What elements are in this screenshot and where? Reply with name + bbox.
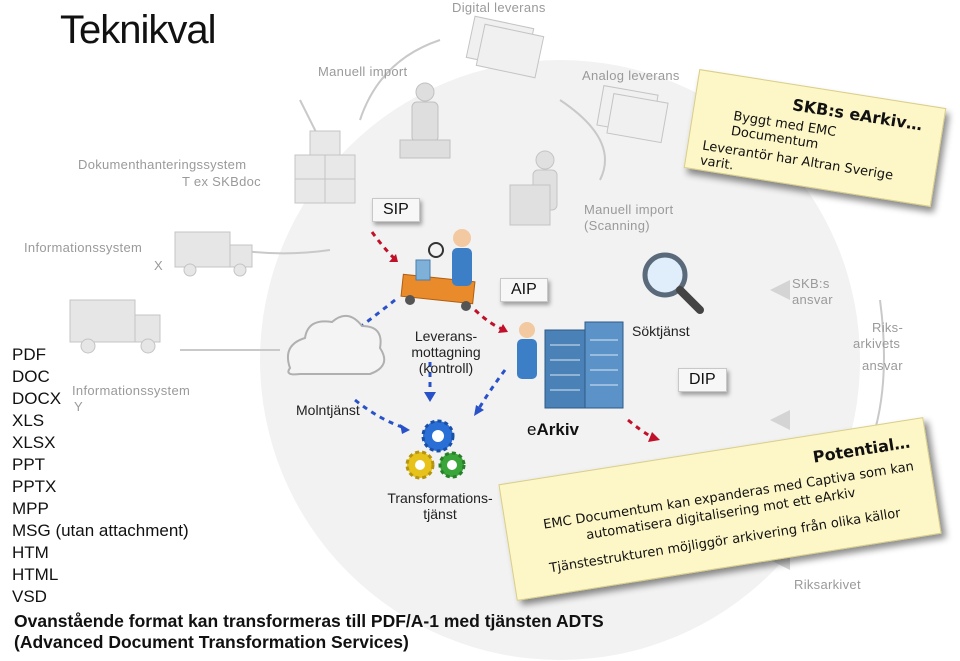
skbs-ansvar-sub-label: ansvar xyxy=(792,292,833,307)
format-item: DOCX xyxy=(12,389,62,408)
format-item: HTM xyxy=(12,543,49,562)
person-scanning-icon xyxy=(509,150,558,226)
earkiv-label: eArkiv xyxy=(527,420,579,440)
transformation-line: tjänst xyxy=(423,506,457,522)
dokumenthantering-label: Dokumenthanteringssystem xyxy=(78,157,247,172)
transformation-label: Transformations- tjänst xyxy=(378,490,502,522)
informationssystem-y-letter: Y xyxy=(74,399,83,414)
format-item: PPTX xyxy=(12,477,57,496)
format-list: PDF DOC DOCX XLS XLSX PPT PPTX MPP MSG (… xyxy=(12,344,189,608)
format-item: XLS xyxy=(12,411,45,430)
leverans-line: (kontroll) xyxy=(418,360,474,376)
footer-line: Ovanstående format kan transformeras til… xyxy=(14,611,604,631)
soktjanst-label: Söktjänst xyxy=(632,323,690,339)
riksarkivets-label-1: Riks- xyxy=(872,320,904,335)
transformation-line: Transformations- xyxy=(387,490,493,506)
riksarkivets-label-2: arkivets xyxy=(853,336,901,351)
format-item: XLSX xyxy=(12,433,56,452)
sip-tag: SIP xyxy=(372,198,420,222)
informationssystem-y-label: Informationssystem xyxy=(72,383,191,398)
format-item: MPP xyxy=(12,499,49,518)
molntjanst-label: Molntjänst xyxy=(296,402,360,418)
leverans-line: Leverans- xyxy=(414,328,478,344)
informationssystem-x-label: Informationssystem xyxy=(24,240,143,255)
format-item: MSG (utan attachment) xyxy=(12,521,189,540)
leverans-line: mottagning xyxy=(411,344,481,360)
gears-icon xyxy=(405,419,466,480)
truck-icon xyxy=(174,231,253,277)
format-item: VSD xyxy=(12,587,47,606)
dokumenthantering-sub-label: T ex SKBdoc xyxy=(182,174,261,189)
manuell-import-scanning-sub-label: (Scanning) xyxy=(584,218,650,233)
red-arrow-heads xyxy=(389,254,660,442)
informationssystem-x-letter: X xyxy=(154,258,163,273)
magnifier-icon xyxy=(642,252,704,314)
person-import-icon xyxy=(399,82,451,159)
riksarkivet-label: Riksarkivet xyxy=(794,577,861,592)
format-item: HTML xyxy=(12,565,59,584)
footer-text: Ovanstående format kan transformeras til… xyxy=(14,611,604,653)
skbs-ansvar-label: SKB:s xyxy=(792,276,830,291)
earkiv-prefix: e xyxy=(527,420,537,439)
dip-tag: DIP xyxy=(678,368,727,392)
boxes-icon xyxy=(294,130,356,204)
riksarkivets-label-3: ansvar xyxy=(862,358,903,373)
document-stack-icon xyxy=(465,15,669,144)
format-item: PPT xyxy=(12,455,46,474)
format-item: PDF xyxy=(12,345,46,364)
server-person-icon xyxy=(517,321,624,409)
analog-leverans-label: Analog leverans xyxy=(582,68,680,83)
footer-line: (Advanced Document Transformation Servic… xyxy=(14,632,409,652)
page-title: Teknikval xyxy=(60,8,217,52)
format-item: DOC xyxy=(12,367,50,386)
manuell-import-scanning-label: Manuell import xyxy=(584,202,674,217)
cloud-icon xyxy=(286,315,386,376)
digital-leverans-label: Digital leverans xyxy=(452,0,546,15)
truck-icon-2 xyxy=(69,299,161,354)
leverans-label: Leverans- mottagning (kontroll) xyxy=(398,328,494,376)
conveyor-person-icon xyxy=(400,229,476,311)
aip-tag: AIP xyxy=(500,278,548,302)
manuell-import-label: Manuell import xyxy=(318,64,408,79)
earkiv-main: Arkiv xyxy=(536,420,579,439)
